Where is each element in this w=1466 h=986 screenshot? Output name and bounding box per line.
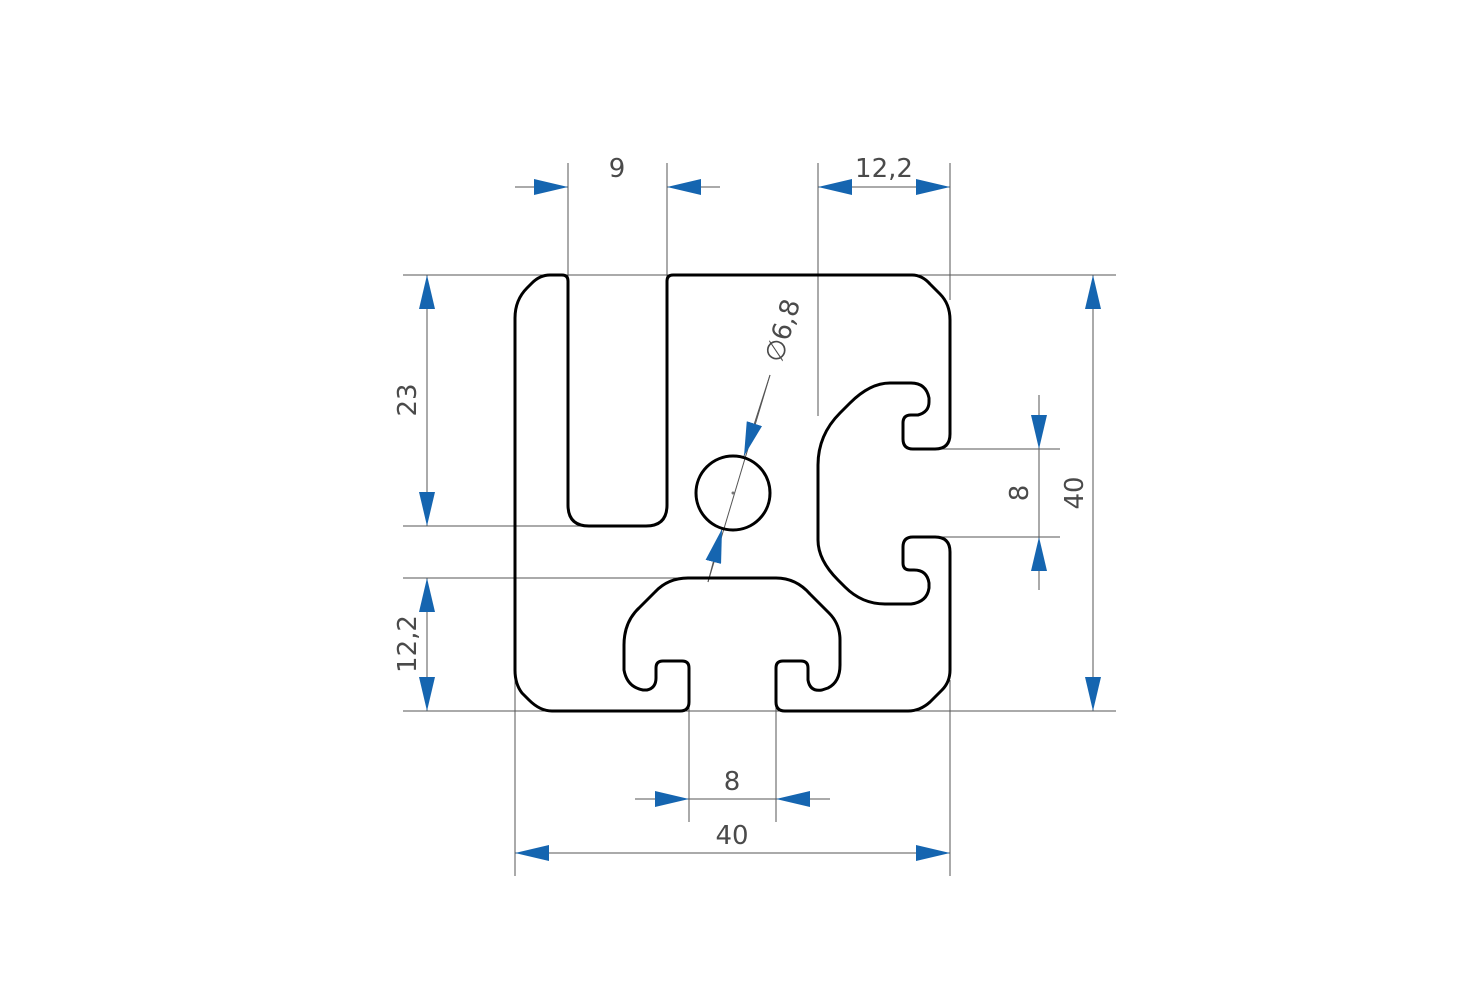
dimension-arrows — [419, 179, 1101, 861]
dim-text-slot-depth: 23 — [393, 383, 423, 416]
dim-text-hole-diameter: ∅6,8 — [760, 296, 807, 366]
dim-text-top-offset: 12,2 — [855, 154, 913, 184]
arrow-hole-top — [743, 374, 771, 457]
arrow-hole-bottom — [705, 528, 723, 583]
dim-text-right-slot: 8 — [1005, 485, 1035, 502]
dim-text-left-offset: 12,2 — [393, 615, 423, 673]
profile-outline — [513, 273, 952, 713]
dim-text-overall-width: 40 — [715, 821, 748, 851]
dim-text-overall-height: 40 — [1060, 476, 1090, 509]
dim-text-bottom-slot: 8 — [724, 767, 741, 797]
hole-center-mark — [731, 491, 735, 495]
center-hole — [694, 454, 772, 532]
dim-text-top-slot: 9 — [609, 154, 626, 184]
